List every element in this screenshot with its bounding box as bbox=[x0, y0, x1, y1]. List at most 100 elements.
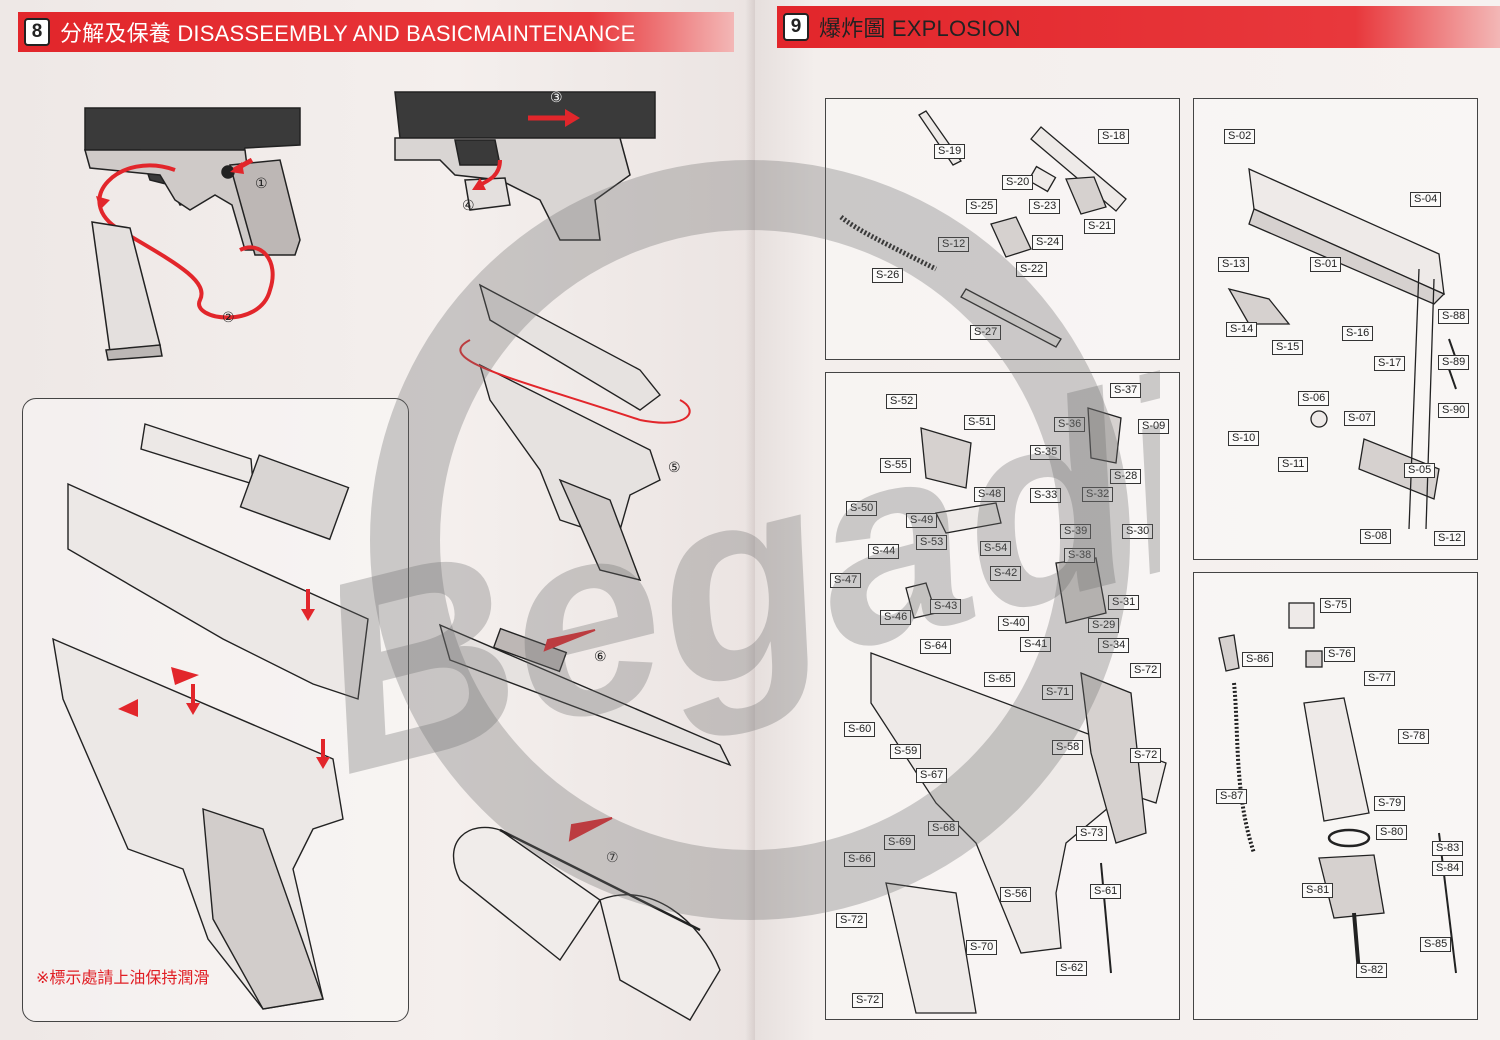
part-label-s21: S-21 bbox=[1084, 219, 1116, 234]
part-label-s72c: S-72 bbox=[836, 913, 868, 928]
right-page: 9 爆炸圖 EXPLOSION S-18 S-19 S-20 S-21 S-22… bbox=[755, 0, 1500, 1040]
slide-removal-view bbox=[394, 91, 656, 241]
part-label-s56: S-56 bbox=[1000, 887, 1032, 902]
part-label-s38: S-38 bbox=[1064, 548, 1096, 563]
part-label-s11: S-11 bbox=[1278, 457, 1309, 472]
part-label-s26: S-26 bbox=[872, 268, 904, 283]
part-label-s22: S-22 bbox=[1016, 262, 1048, 277]
part-label-s67: S-67 bbox=[916, 768, 948, 783]
part-label-s90: S-90 bbox=[1438, 403, 1470, 418]
part-label-s55: S-55 bbox=[880, 458, 912, 473]
part-label-s61: S-61 bbox=[1090, 884, 1122, 899]
part-label-s54: S-54 bbox=[980, 541, 1012, 556]
part-label-s29: S-29 bbox=[1088, 618, 1120, 633]
part-label-s86: S-86 bbox=[1242, 652, 1274, 667]
part-label-s04: S-04 bbox=[1410, 192, 1442, 207]
part-label-s31: S-31 bbox=[1108, 595, 1140, 610]
part-label-s19: S-19 bbox=[934, 144, 966, 159]
part-label-s32: S-32 bbox=[1082, 487, 1114, 502]
part-label-s73: S-73 bbox=[1076, 826, 1108, 841]
part-label-s46: S-46 bbox=[880, 610, 912, 625]
part-label-s10: S-10 bbox=[1228, 431, 1260, 446]
part-label-s35: S-35 bbox=[1030, 445, 1062, 460]
magazine-parts-panel: S-75 S-76 S-86 S-77 S-78 S-87 S-79 S-80 … bbox=[1193, 572, 1478, 1020]
lubrication-diagram bbox=[52, 423, 369, 1010]
part-label-s72a: S-72 bbox=[1130, 663, 1162, 678]
part-label-s27: S-27 bbox=[970, 325, 1002, 340]
part-label-s49: S-49 bbox=[906, 513, 938, 528]
part-label-s15: S-15 bbox=[1272, 340, 1304, 355]
part-label-s83: S-83 bbox=[1432, 841, 1464, 856]
section-number: 8 bbox=[24, 18, 50, 46]
part-label-s68: S-68 bbox=[928, 821, 960, 836]
part-label-s47: S-47 bbox=[830, 573, 862, 588]
part-label-s07: S-07 bbox=[1344, 411, 1376, 426]
part-label-s18: S-18 bbox=[1098, 129, 1130, 144]
part-label-s59: S-59 bbox=[890, 744, 922, 759]
part-label-s12: S-12 bbox=[938, 237, 970, 252]
part-label-s34: S-34 bbox=[1098, 638, 1130, 653]
part-label-s37: S-37 bbox=[1110, 383, 1142, 398]
part-label-s79: S-79 bbox=[1374, 796, 1406, 811]
part-label-s77: S-77 bbox=[1364, 671, 1396, 686]
part-label-s75: S-75 bbox=[1320, 598, 1352, 613]
part-label-s85: S-85 bbox=[1420, 937, 1452, 952]
part-label-s08: S-08 bbox=[1360, 529, 1392, 544]
part-label-s24: S-24 bbox=[1032, 235, 1064, 250]
frame-parts-panel: S-52 S-51 S-37 S-36 S-09 S-55 S-35 S-28 … bbox=[825, 372, 1180, 1020]
step-2-label: ② bbox=[222, 309, 235, 325]
step-5-label: ⑤ bbox=[668, 459, 681, 475]
slide-frame-separation bbox=[478, 283, 661, 582]
part-label-s42: S-42 bbox=[990, 566, 1022, 581]
section-9-banner: 9 爆炸圖 EXPLOSION bbox=[777, 6, 1500, 48]
part-label-s43: S-43 bbox=[930, 599, 962, 614]
part-label-s01: S-01 bbox=[1310, 257, 1342, 272]
part-label-s39: S-39 bbox=[1060, 524, 1092, 539]
part-label-s25: S-25 bbox=[966, 199, 998, 214]
part-label-s44: S-44 bbox=[868, 544, 900, 559]
part-label-s72b: S-72 bbox=[1130, 748, 1162, 763]
part-label-s81: S-81 bbox=[1302, 883, 1334, 898]
part-label-s72d: S-72 bbox=[852, 993, 884, 1008]
part-label-s69: S-69 bbox=[884, 835, 916, 850]
recoil-spring-removal bbox=[438, 623, 732, 767]
part-label-s71: S-71 bbox=[1042, 685, 1074, 700]
part-label-s40: S-40 bbox=[998, 616, 1030, 631]
part-label-s53: S-53 bbox=[916, 535, 948, 550]
step-1-label: ① bbox=[255, 175, 268, 191]
part-label-s13: S-13 bbox=[1218, 257, 1250, 272]
step-4-label: ④ bbox=[462, 197, 475, 213]
part-label-s48: S-48 bbox=[974, 487, 1006, 502]
pistol-side-view bbox=[84, 107, 301, 256]
part-label-s20: S-20 bbox=[1002, 175, 1034, 190]
slide-parts-panel: S-02 S-04 S-01 S-13 S-14 S-15 S-16 S-17 … bbox=[1193, 98, 1478, 560]
part-label-s78: S-78 bbox=[1398, 729, 1430, 744]
part-label-s62: S-62 bbox=[1056, 961, 1088, 976]
part-label-s51: S-51 bbox=[964, 415, 996, 430]
part-label-s28: S-28 bbox=[1110, 469, 1142, 484]
part-label-s58: S-58 bbox=[1052, 740, 1084, 755]
part-label-s82: S-82 bbox=[1356, 963, 1388, 978]
step-3-label: ③ bbox=[550, 89, 563, 105]
part-label-s16: S-16 bbox=[1342, 326, 1374, 341]
part-label-s89: S-89 bbox=[1438, 355, 1470, 370]
part-label-s65: S-65 bbox=[984, 672, 1016, 687]
section-title: 分解及保養 DISASSEEMBLY AND BASICMAINTENANCE bbox=[60, 21, 636, 46]
part-label-s60: S-60 bbox=[844, 722, 876, 737]
part-label-s80: S-80 bbox=[1376, 825, 1408, 840]
section-title: 爆炸圖 EXPLOSION bbox=[819, 16, 1021, 41]
part-label-s30: S-30 bbox=[1122, 524, 1154, 539]
part-label-s88: S-88 bbox=[1438, 309, 1470, 324]
part-label-s87: S-87 bbox=[1216, 789, 1248, 804]
section-number: 9 bbox=[783, 13, 809, 41]
magazine-exploded-view bbox=[1218, 602, 1457, 974]
part-label-s23: S-23 bbox=[1029, 199, 1061, 214]
hands-removal bbox=[453, 826, 721, 1021]
part-label-s33: S-33 bbox=[1030, 488, 1062, 503]
part-label-s36: S-36 bbox=[1054, 417, 1086, 432]
part-label-s52: S-52 bbox=[886, 394, 918, 409]
lubrication-panel bbox=[22, 398, 409, 1022]
slide-exploded-view bbox=[1227, 167, 1457, 530]
part-label-s76: S-76 bbox=[1324, 647, 1356, 662]
part-label-s09: S-09 bbox=[1138, 419, 1170, 434]
